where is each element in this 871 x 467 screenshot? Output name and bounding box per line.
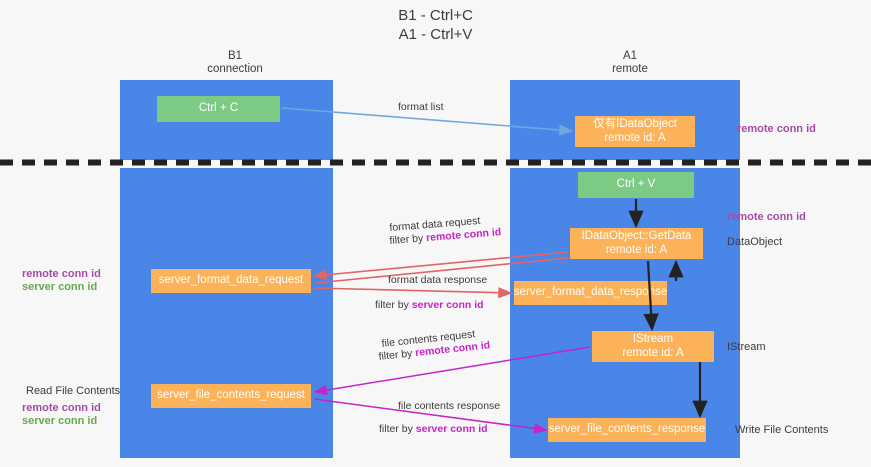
node-server-file-contents-request[interactable]: server_file_contents_request [151,384,311,408]
node-istream[interactable]: IStream remote id: A [592,331,714,362]
edge-filter-file-contents-response: filter by server conn id [379,423,488,436]
left-label-server-conn-id-mid: server conn id [22,281,98,293]
node-getdata-title: IDataObject::GetData [581,230,692,242]
node-server-format-data-response[interactable]: server_format_data_response [514,281,667,305]
node-ctrl-c[interactable]: Ctrl + C [157,96,280,122]
left-label-server-conn-id-bottom: server conn id [22,415,98,427]
lane-a1-lower [510,168,740,458]
filter-key-server-conn-id-2: server conn id [415,423,488,435]
side-label-remote-conn-id-mid: remote conn id [727,211,806,223]
edge-filter-format-data-response: filter by server conn id [375,299,484,312]
node-file-req-label: server_file_contents_request [157,389,305,402]
lane-a1-name: A1 [622,50,638,62]
side-label-remote-conn-id-top: remote conn id [737,123,816,135]
node-istream-remote-id: remote id: A [622,346,684,359]
node-data-object-remote-id: remote id: A [604,131,666,144]
lane-a1-role: remote [612,63,648,75]
node-ctrl-v[interactable]: Ctrl + V [578,172,694,198]
page-title: B1 - Ctrl+C A1 - Ctrl+V [0,6,871,44]
filter-prefix-4: filter by [379,423,416,435]
lane-header-a1: A1 remote [510,50,750,76]
node-ctrl-v-label: Ctrl + V [616,178,656,191]
lane-header-b1: B1 connection [120,50,350,76]
title-line-1: B1 - Ctrl+C [398,7,473,24]
edge-label-file-contents-response: file contents response [398,400,501,412]
node-idataobject-getdata[interactable]: IDataObject::GetData remote id: A [570,228,703,259]
left-label-remote-conn-id-mid: remote conn id [22,268,101,280]
node-data-object-title: 仅有IDataObject [593,118,677,130]
node-getdata-remote-id: remote id: A [605,243,668,256]
lane-b1-lower [120,168,333,458]
node-server-file-contents-response[interactable]: server_file_contents_response [548,418,706,442]
side-label-data-object: DataObject [727,236,783,248]
node-data-object[interactable]: 仅有IDataObject remote id: A [575,116,695,147]
node-file-resp-label: server_file_contents_response [548,423,706,436]
left-label-remote-conn-id-bottom: remote conn id [22,402,101,414]
edge-label-format-data-response: format data response [388,274,488,286]
node-ctrl-c-label: Ctrl + C [198,102,239,115]
node-fmt-req-label: server_format_data_request [158,274,304,287]
filter-prefix-3: filter by [378,347,416,363]
node-fmt-resp-label: server_format_data_response [513,286,668,299]
edge-label-format-list: format list [398,101,444,113]
lane-b1-role: connection [207,63,263,75]
side-label-istream: IStream [727,341,766,353]
side-label-write-file-contents: Write File Contents [735,424,829,436]
lane-b1-name: B1 [227,50,243,62]
title-line-2: A1 - Ctrl+V [398,26,473,43]
left-label-read-file-contents: Read File Contents [26,385,121,397]
filter-key-server-conn-id-1: server conn id [411,299,484,311]
filter-prefix-2: filter by [375,299,412,311]
arrow-format-data-response [313,287,513,299]
node-server-format-data-request[interactable]: server_format_data_request [151,269,311,293]
node-istream-title: IStream [632,333,674,345]
filter-prefix-1: filter by [389,232,427,247]
